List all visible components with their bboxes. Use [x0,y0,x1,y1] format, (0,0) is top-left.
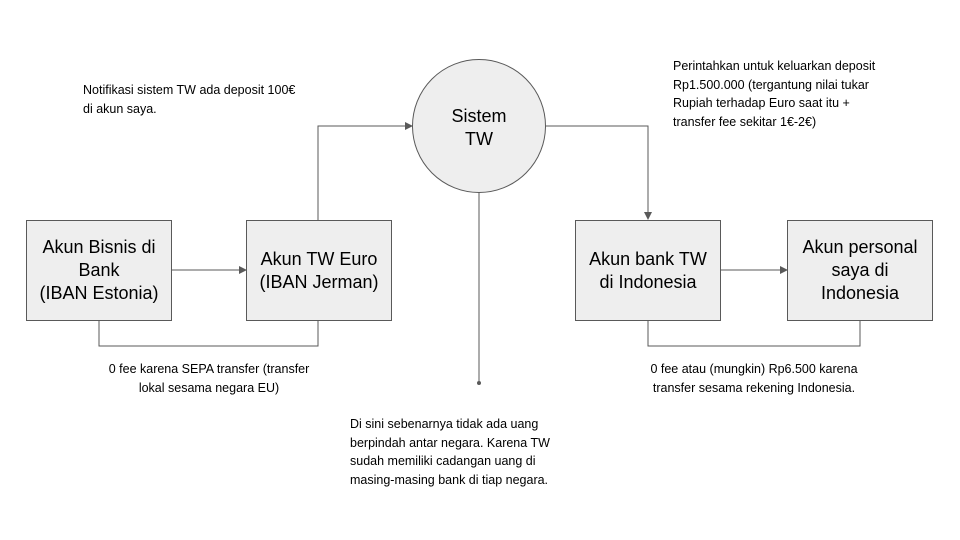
line-end-dot [477,381,481,385]
akun-personal-label: Akun personal saya di Indonesia [802,236,917,305]
note-domestic-line-2: transfer sesama rekening Indonesia. [652,380,856,395]
sistem-tw-label: Sistem TW [451,105,506,151]
note-sepa-line-2: lokal sesama negara EU) [138,380,280,395]
note-sepa-line-1: 0 fee karena SEPA transfer (transfer [108,362,310,376]
note-notifikasi-line-1: Notifikasi sistem TW ada deposit 100€ [83,83,296,97]
akun-bank-tw-line-1: Akun bank TW [589,248,707,269]
note-perintahkan-line-2: Rp1.500.000 (tergantung nilai tukar [673,77,869,92]
arrow-sistem-to-bank-tw [546,125,652,220]
note-perintahkan: Perintahkan untuk keluarkan deposit Rp1.… [673,57,875,131]
akun-tw-euro-box: Akun TW Euro (IBAN Jerman) [246,220,392,321]
akun-tw-euro-line-1: Akun TW Euro [260,248,378,269]
note-explanation-line-1: Di sini sebenarnya tidak ada uang [350,417,539,431]
note-explanation: Di sini sebenarnya tidak ada uang berpin… [350,415,550,489]
sistem-tw-line-1: Sistem [451,106,507,126]
akun-personal-line-3: Indonesia [820,283,900,303]
note-explanation-line-3: sudah memiliki cadangan uang di [350,454,536,468]
note-explanation-line-4: masing-masing bank di tiap negara. [350,472,549,487]
akun-bisnis-label: Akun Bisnis di Bank (IBAN Estonia) [39,236,158,305]
akun-bisnis-line-2: Bank [78,260,120,280]
note-perintahkan-line-4: transfer fee sekitar 1€-2€) [673,114,817,129]
akun-bisnis-line-1: Akun Bisnis di [42,237,156,257]
sistem-tw-line-2: TW [465,129,493,149]
note-notifikasi-line-2: di akun saya. [83,101,157,116]
akun-personal-line-2: saya di [831,260,889,280]
arrow-tw-euro-to-sistem [317,122,413,220]
bracket-sepa [98,321,319,347]
bracket-domestic [647,321,861,347]
akun-tw-euro-line-2: (IBAN Jerman) [259,271,379,292]
akun-personal-box: Akun personal saya di Indonesia [787,220,933,321]
akun-tw-euro-label: Akun TW Euro (IBAN Jerman) [259,248,378,294]
akun-bank-tw-box: Akun bank TW di Indonesia [575,220,721,321]
note-notifikasi: Notifikasi sistem TW ada deposit 100€ di… [83,81,295,118]
akun-personal-line-1: Akun personal [802,237,918,257]
akun-bank-tw-label: Akun bank TW di Indonesia [589,248,707,294]
note-domestic: 0 fee atau (mungkin) Rp6.500 karena tran… [618,360,890,397]
note-domestic-line-1: 0 fee atau (mungkin) Rp6.500 karena [650,362,858,376]
akun-bisnis-box: Akun Bisnis di Bank (IBAN Estonia) [26,220,172,321]
akun-bank-tw-line-2: di Indonesia [599,271,697,292]
akun-bisnis-line-3: (IBAN Estonia) [39,283,159,303]
note-sepa: 0 fee karena SEPA transfer (transfer lok… [78,360,340,397]
note-perintahkan-line-1: Perintahkan untuk keluarkan deposit [673,59,876,73]
sistem-tw-circle: Sistem TW [412,59,546,193]
note-explanation-line-2: berpindah antar negara. Karena TW [350,435,550,450]
note-perintahkan-line-3: Rupiah terhadap Euro saat itu + [673,96,850,110]
